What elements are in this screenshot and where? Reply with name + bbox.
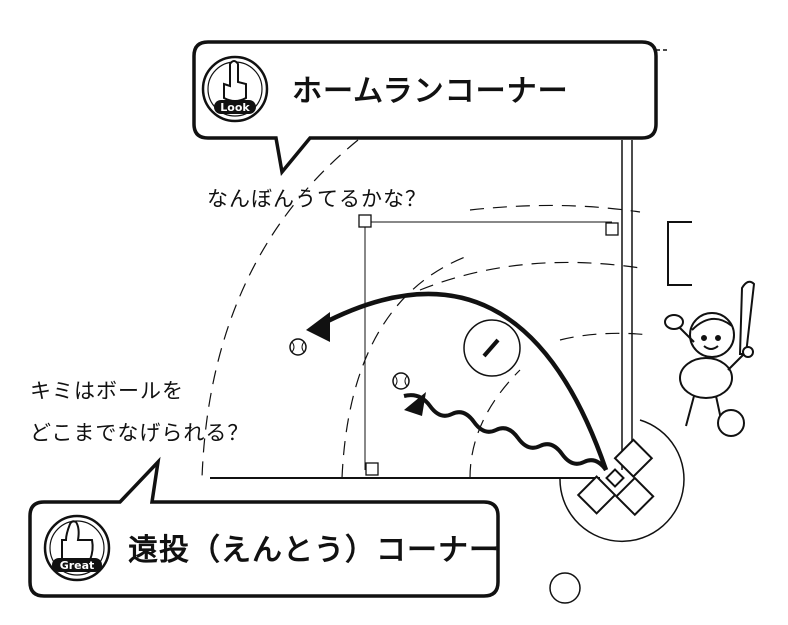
home-plate-area bbox=[576, 438, 655, 517]
long-throw-caption-line1: キミはボールを bbox=[30, 379, 184, 403]
pitchers-plate bbox=[482, 338, 500, 358]
bottom-speech-bubble bbox=[28, 456, 500, 598]
baseball-icon bbox=[392, 372, 410, 390]
mid-dashed-arc bbox=[419, 261, 641, 291]
homerun-trajectory-arrow bbox=[318, 291, 609, 471]
baseball-icon bbox=[289, 338, 307, 356]
base-marker-top-right bbox=[605, 222, 619, 236]
homerun-arrowhead bbox=[306, 312, 330, 342]
look-badge-label: Look bbox=[220, 101, 250, 114]
homerun-corner-title: ホームランコーナー bbox=[292, 74, 569, 109]
pointing-finger-icon: Look bbox=[201, 55, 269, 123]
long-throw-caption-line2: どこまでなげられる？ bbox=[30, 421, 249, 445]
homerun-caption: なんぼんうてるかな？ bbox=[207, 187, 427, 211]
outfield-dashed-arc-top bbox=[469, 204, 641, 213]
great-badge-label: Great bbox=[60, 559, 95, 572]
top-speech-bubble bbox=[192, 40, 658, 177]
infield-dashed-arc-right bbox=[559, 332, 651, 341]
infield-dashed-arc bbox=[469, 369, 521, 479]
outfield-dashed-arc bbox=[201, 139, 359, 479]
batters-circle bbox=[559, 419, 685, 543]
base-marker-top-left bbox=[358, 214, 372, 228]
batter-character-icon bbox=[664, 280, 756, 437]
throw-wavy-arrow bbox=[403, 393, 608, 472]
thumbs-up-icon: Great bbox=[43, 514, 111, 582]
inner-dashed-arc bbox=[341, 254, 471, 479]
on-deck-circle bbox=[549, 572, 581, 604]
long-throw-corner-title: 遠投（えんとう）コーナー bbox=[128, 533, 500, 568]
backstop-fence bbox=[667, 221, 692, 286]
base-marker-bottom-left bbox=[365, 462, 379, 476]
throw-arrowhead bbox=[404, 392, 426, 416]
